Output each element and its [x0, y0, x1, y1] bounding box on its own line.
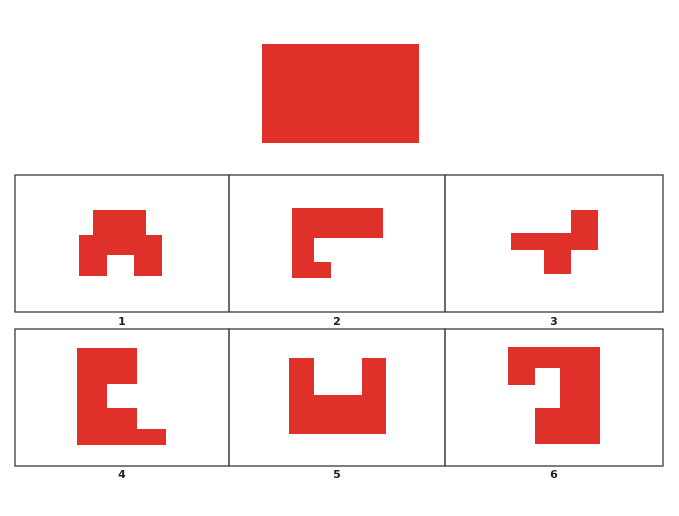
option-panel-2 — [228, 174, 446, 313]
option-label-6: 6 — [550, 468, 558, 481]
option-shape-6 — [508, 347, 600, 444]
option-label-4: 4 — [118, 468, 126, 481]
target-rectangle — [262, 44, 419, 143]
option-label-5: 5 — [333, 468, 341, 481]
option-shape-5 — [289, 358, 386, 434]
option-label-3: 3 — [550, 315, 558, 328]
option-shape-4 — [77, 348, 166, 445]
option-label-2: 2 — [333, 315, 341, 328]
option-shape-2 — [292, 208, 383, 278]
option-panel-6 — [444, 328, 664, 467]
option-label-1: 1 — [118, 315, 126, 328]
option-shape-1 — [79, 210, 162, 276]
option-panel-3 — [444, 174, 664, 313]
option-shape-3 — [511, 210, 598, 274]
